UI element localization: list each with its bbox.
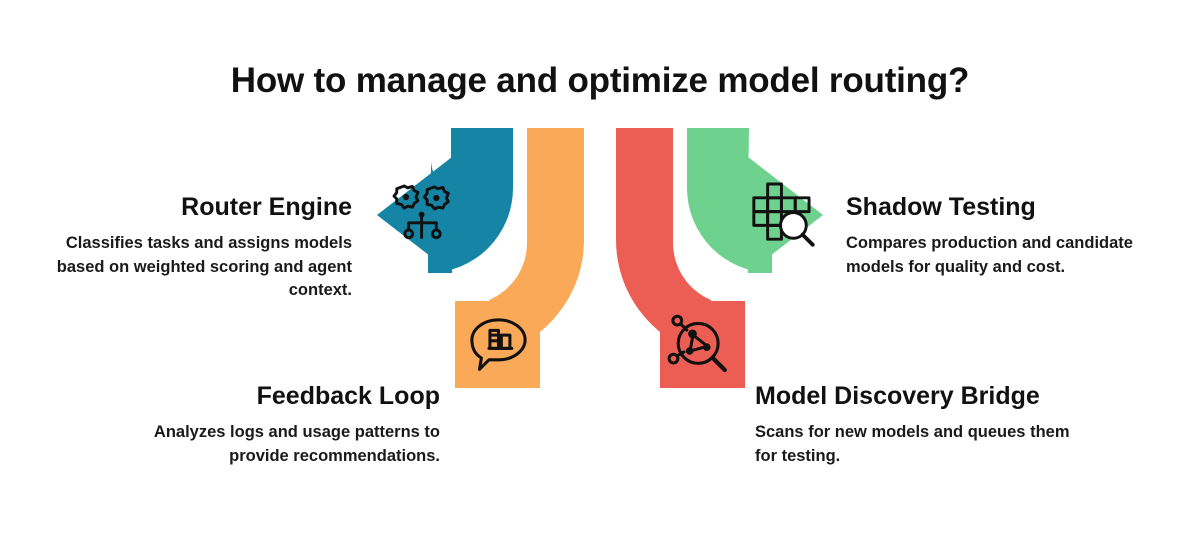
orange-arrow-down-tip [455, 301, 540, 356]
model-discovery-bridge-description: Scans for new models and queues them for… [755, 423, 1070, 465]
router-engine-description: Classifies tasks and assigns models base… [56, 234, 352, 300]
gears-circuit-icon [392, 184, 450, 240]
red-arrow-down-body [616, 128, 711, 353]
feedback-loop-description: Analyzes logs and usage patterns to prov… [153, 423, 440, 465]
page-title: How to manage and optimize model routing… [230, 61, 970, 100]
network-magnifier-icon [667, 314, 727, 373]
block-router-engine: Router Engine Classifies tasks and assig… [20, 192, 352, 303]
block-feedback-loop: Feedback Loop Analyzes logs and usage pa… [140, 381, 440, 468]
shadow-testing-heading: Shadow Testing [846, 193, 1036, 221]
orange-arrow-down-body [489, 128, 584, 353]
shadow-testing-description: Compares production and candidate models… [846, 234, 1133, 276]
chat-bar-chart-icon [470, 318, 527, 371]
teal-arrow-left-shaft [428, 157, 452, 273]
router-engine-heading: Router Engine [181, 193, 352, 221]
grid-magnifier-icon [752, 182, 815, 247]
block-model-discovery-bridge: Model Discovery Bridge Scans for new mod… [755, 381, 1095, 468]
feedback-loop-heading: Feedback Loop [256, 382, 440, 410]
model-discovery-bridge-heading: Model Discovery Bridge [755, 382, 1040, 410]
block-shadow-testing: Shadow Testing Compares production and c… [846, 192, 1186, 279]
red-arrow-down-tip [660, 301, 745, 356]
green-arrow-right-shaft [748, 157, 772, 273]
